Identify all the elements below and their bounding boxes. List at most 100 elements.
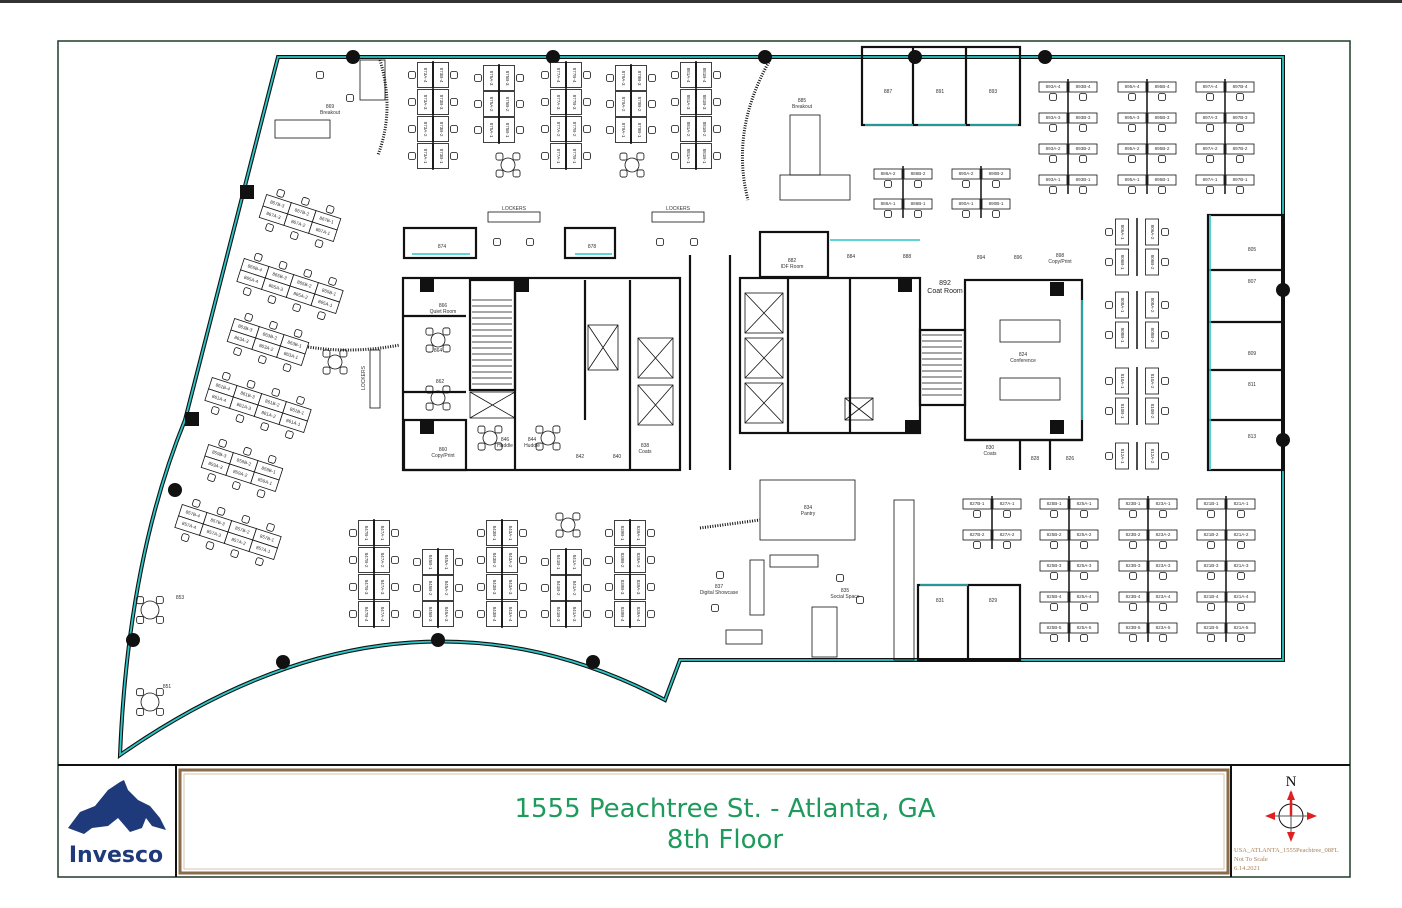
- workstation-desk[interactable]: 839A-3: [630, 574, 646, 600]
- workstation-desk[interactable]: 847B-1: [358, 520, 374, 546]
- workstation-desk[interactable]: 873A-3: [417, 89, 433, 115]
- workstation-desk[interactable]: 881A-3: [680, 89, 696, 115]
- workstation-desk[interactable]: 893B-4: [1068, 81, 1098, 93]
- workstation-desk[interactable]: 881B-3: [696, 89, 712, 115]
- workstation-desk[interactable]: 825A-1: [1069, 498, 1099, 510]
- workstation-desk[interactable]: 808B-1: [1115, 321, 1129, 349]
- workstation-desk[interactable]: 886A-2: [873, 168, 903, 180]
- workstation-desk[interactable]: 825B-5: [1039, 622, 1069, 634]
- workstation-desk[interactable]: 893B-1: [1068, 174, 1098, 186]
- workstation-desk[interactable]: 877B-1: [566, 143, 582, 169]
- workstation-desk[interactable]: 823A-4: [1148, 591, 1178, 603]
- workstation-desk[interactable]: 886B-1: [903, 198, 933, 210]
- workstation-desk[interactable]: 823B-2: [1118, 529, 1148, 541]
- workstation-desk[interactable]: 875B-3: [499, 65, 515, 91]
- workstation-desk[interactable]: 881B-1: [696, 143, 712, 169]
- workstation-desk[interactable]: 875A-3: [483, 65, 499, 91]
- workstation-desk[interactable]: 821B-1: [1196, 498, 1226, 510]
- workstation-desk[interactable]: 808A-2: [1145, 291, 1159, 319]
- workstation-desk[interactable]: 867A-1: [308, 221, 338, 242]
- workstation-desk[interactable]: 810A-1: [1115, 367, 1129, 395]
- workstation-desk[interactable]: 895A-2: [1117, 143, 1147, 155]
- workstation-desk[interactable]: 873B-4: [433, 62, 449, 88]
- workstation-desk[interactable]: 873B-2: [433, 116, 449, 142]
- workstation-desk[interactable]: 808B-2: [1145, 321, 1159, 349]
- workstation-desk[interactable]: 897A-3: [1195, 112, 1225, 124]
- workstation-desk[interactable]: 847B-3: [358, 574, 374, 600]
- workstation-desk[interactable]: 808A-1: [1115, 291, 1129, 319]
- workstation-desk[interactable]: 897B-2: [1225, 143, 1255, 155]
- workstation-desk[interactable]: 825B-1: [1039, 498, 1069, 510]
- workstation-desk[interactable]: 881B-2: [696, 116, 712, 142]
- workstation-desk[interactable]: 825A-3: [1069, 560, 1099, 572]
- workstation-desk[interactable]: 895A-4: [1117, 81, 1147, 93]
- workstation-desk[interactable]: 843A-3: [502, 574, 518, 600]
- workstation-desk[interactable]: 827A-2: [992, 529, 1022, 541]
- workstation-desk[interactable]: 821A-4: [1226, 591, 1256, 603]
- workstation-desk[interactable]: 895B-2: [1147, 143, 1177, 155]
- workstation-desk[interactable]: 879A-3: [615, 65, 631, 91]
- workstation-desk[interactable]: 847A-4: [374, 601, 390, 627]
- workstation-desk[interactable]: 859A-1: [250, 471, 280, 492]
- workstation-desk[interactable]: 821B-5: [1196, 622, 1226, 634]
- workstation-desk[interactable]: 881A-2: [680, 116, 696, 142]
- workstation-desk[interactable]: 825B-4: [1039, 591, 1069, 603]
- workstation-desk[interactable]: 823A-1: [1148, 498, 1178, 510]
- workstation-desk[interactable]: 875B-1: [499, 117, 515, 143]
- workstation-desk[interactable]: 823B-1: [1118, 498, 1148, 510]
- workstation-desk[interactable]: 841A-2: [566, 575, 582, 601]
- workstation-desk[interactable]: 877A-3: [550, 89, 566, 115]
- workstation-desk[interactable]: 827B-1: [962, 498, 992, 510]
- workstation-desk[interactable]: 845B-1: [422, 549, 438, 575]
- workstation-desk[interactable]: 821A-2: [1226, 529, 1256, 541]
- workstation-desk[interactable]: 873A-2: [417, 116, 433, 142]
- workstation-desk[interactable]: 877A-2: [550, 116, 566, 142]
- workstation-desk[interactable]: 886B-2: [903, 168, 933, 180]
- workstation-desk[interactable]: 841A-3: [566, 601, 582, 627]
- workstation-desk[interactable]: 843B-3: [486, 574, 502, 600]
- workstation-desk[interactable]: 825A-5: [1069, 622, 1099, 634]
- workstation-desk[interactable]: 881B-4: [696, 62, 712, 88]
- workstation-desk[interactable]: 895A-1: [1117, 174, 1147, 186]
- workstation-desk[interactable]: 897A-1: [1195, 174, 1225, 186]
- workstation-desk[interactable]: 897B-3: [1225, 112, 1255, 124]
- workstation-desk[interactable]: 843A-4: [502, 601, 518, 627]
- workstation-desk[interactable]: 821A-1: [1226, 498, 1256, 510]
- workstation-desk[interactable]: 847A-3: [374, 574, 390, 600]
- workstation-desk[interactable]: 895B-3: [1147, 112, 1177, 124]
- workstation-desk[interactable]: 875B-2: [499, 91, 515, 117]
- workstation-desk[interactable]: 893A-3: [1038, 112, 1068, 124]
- workstation-desk[interactable]: 843B-4: [486, 601, 502, 627]
- workstation-desk[interactable]: 825B-3: [1039, 560, 1069, 572]
- workstation-desk[interactable]: 893B-2: [1068, 143, 1098, 155]
- workstation-desk[interactable]: 843B-1: [486, 520, 502, 546]
- workstation-desk[interactable]: 839B-1: [614, 520, 630, 546]
- workstation-desk[interactable]: 881A-1: [680, 143, 696, 169]
- workstation-desk[interactable]: 827B-2: [962, 529, 992, 541]
- workstation-desk[interactable]: 895A-3: [1117, 112, 1147, 124]
- workstation-desk[interactable]: 843B-2: [486, 547, 502, 573]
- workstation-desk[interactable]: 806A-1: [1115, 218, 1129, 246]
- workstation-desk[interactable]: 879B-3: [631, 65, 647, 91]
- workstation-desk[interactable]: 823B-3: [1118, 560, 1148, 572]
- workstation-desk[interactable]: 877A-4: [550, 62, 566, 88]
- workstation-desk[interactable]: 810A-2: [1145, 367, 1159, 395]
- workstation-desk[interactable]: 877B-2: [566, 116, 582, 142]
- workstation-desk[interactable]: 839B-3: [614, 574, 630, 600]
- workstation-desk[interactable]: 897A-4: [1195, 81, 1225, 93]
- workstation-desk[interactable]: 823A-3: [1148, 560, 1178, 572]
- workstation-desk[interactable]: 845B-2: [422, 575, 438, 601]
- workstation-desk[interactable]: 857A-1: [248, 539, 278, 560]
- workstation-desk[interactable]: 843A-1: [502, 520, 518, 546]
- workstation-desk[interactable]: 839A-1: [630, 520, 646, 546]
- workstation-desk[interactable]: 873A-1: [417, 143, 433, 169]
- workstation-desk[interactable]: 845A-1: [438, 549, 454, 575]
- workstation-desk[interactable]: 839A-4: [630, 601, 646, 627]
- workstation-desk[interactable]: 886A-1: [873, 198, 903, 210]
- workstation-desk[interactable]: 821B-4: [1196, 591, 1226, 603]
- workstation-desk[interactable]: 873A-4: [417, 62, 433, 88]
- workstation-desk[interactable]: 821B-3: [1196, 560, 1226, 572]
- workstation-desk[interactable]: 890A-1: [951, 198, 981, 210]
- workstation-desk[interactable]: 890A-2: [951, 168, 981, 180]
- workstation-desk[interactable]: 843A-2: [502, 547, 518, 573]
